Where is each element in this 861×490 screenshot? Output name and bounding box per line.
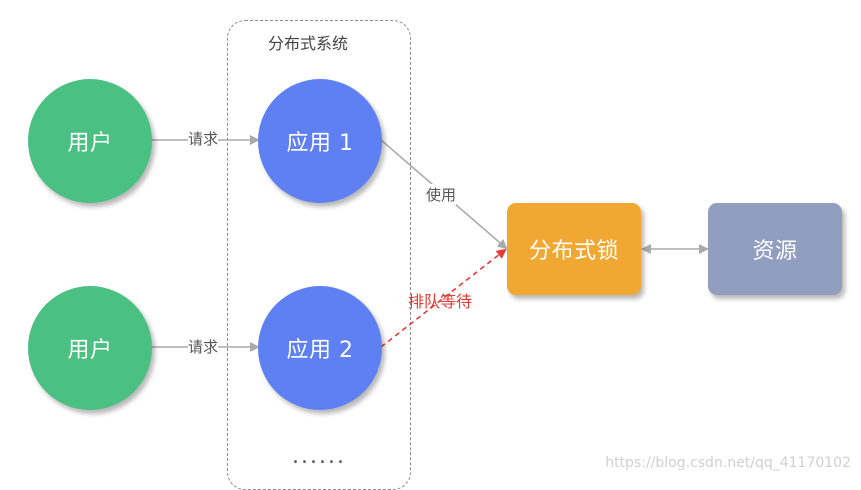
user-node-2: 用户 xyxy=(28,286,152,410)
edge-label-request-1: 请求 xyxy=(188,128,219,149)
resource-node: 资源 xyxy=(708,203,842,295)
edge-label-queue: 排队等待 xyxy=(408,292,473,311)
app-node-2: 应用 2 xyxy=(258,286,382,410)
app-node-1: 应用 1 xyxy=(258,79,382,203)
edge-label-use: 使用 xyxy=(426,184,457,205)
more-apps-ellipsis: ...... xyxy=(292,444,346,469)
watermark: https://blog.csdn.net/qq_41170102 xyxy=(605,455,851,471)
distributed-lock-node: 分布式锁 xyxy=(507,203,641,295)
group-title: 分布式系统 xyxy=(268,34,349,53)
user-node-1: 用户 xyxy=(28,79,152,203)
edge-label-request-2: 请求 xyxy=(188,336,219,357)
distributed-lock-diagram: 分布式系统 请求 请求 使用 排队等待 用户 用户 应用 1 应用 2 ....… xyxy=(28,20,851,490)
